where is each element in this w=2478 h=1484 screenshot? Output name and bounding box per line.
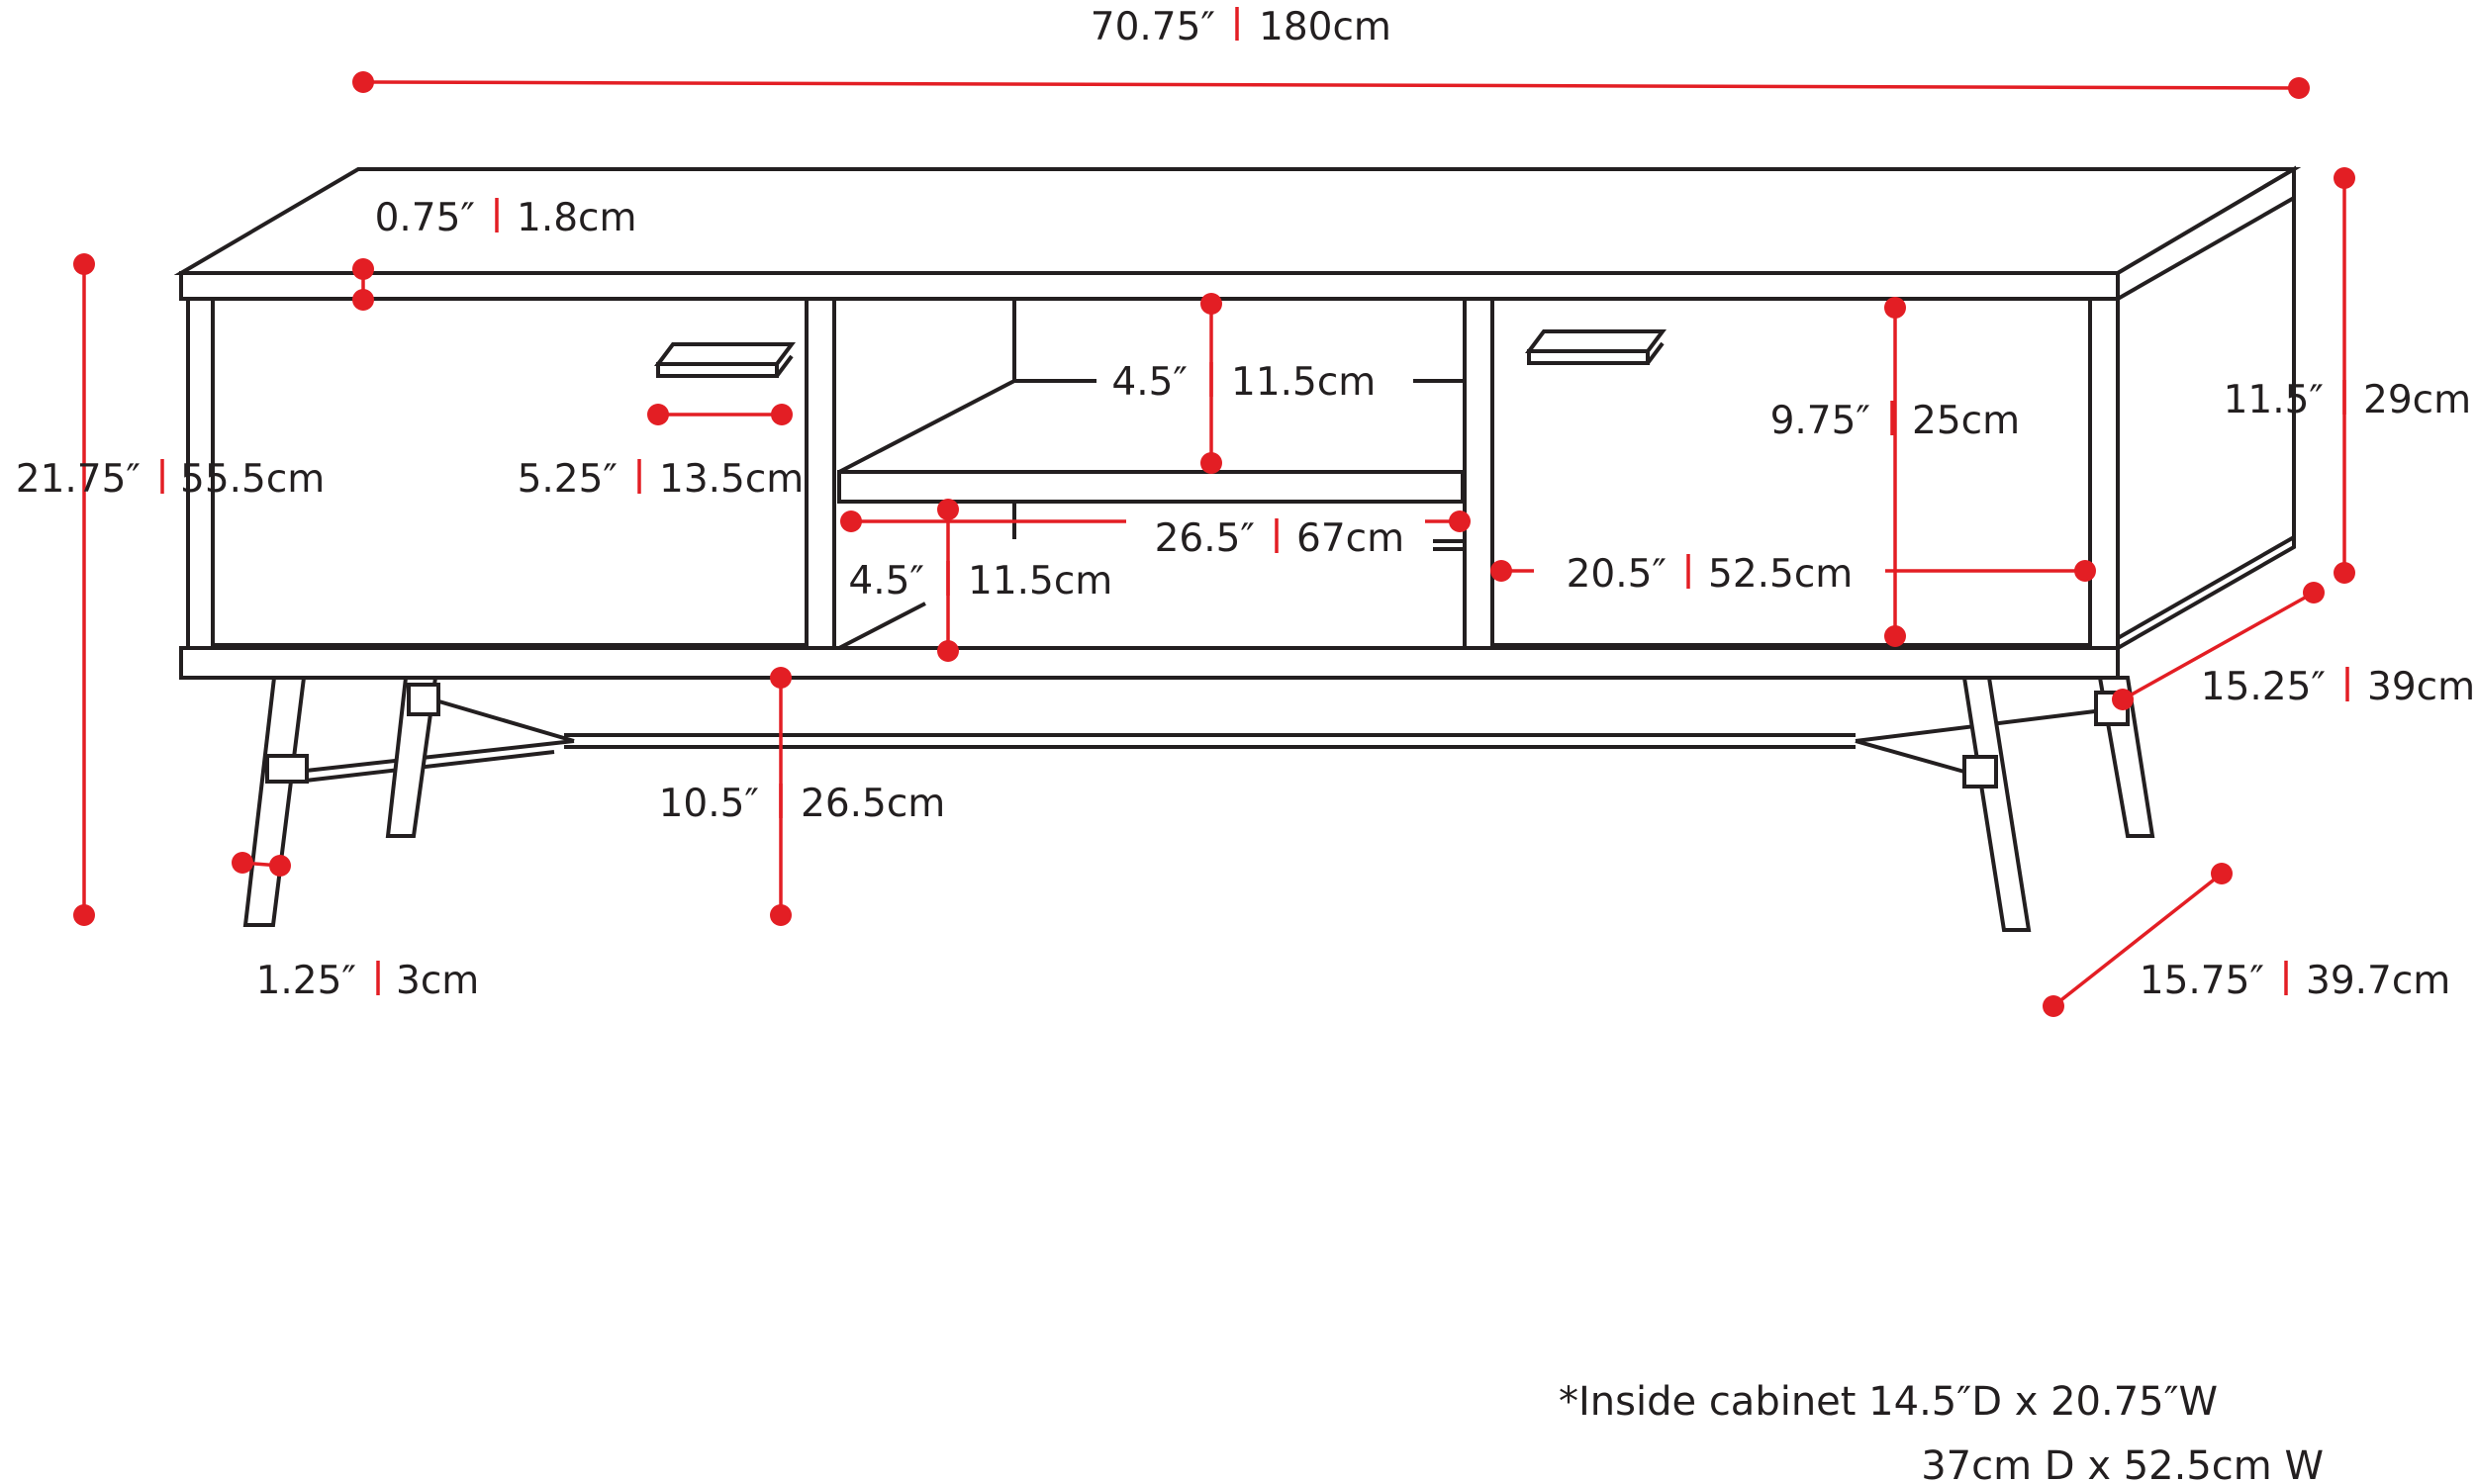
label-overall-depth: 15.75″ 39.7cm xyxy=(2140,959,2451,1003)
top-front-edge xyxy=(179,271,2120,301)
center-shelf xyxy=(837,470,1465,504)
leg-back-left xyxy=(385,676,438,838)
tv-stand-drawing xyxy=(173,165,2302,932)
legs-and-stretcher xyxy=(242,676,2155,932)
svg-text:0.75″: 0.75″ xyxy=(375,196,475,240)
label-overall-height: 21.75″ 55.5cm xyxy=(16,457,326,502)
svg-text:70.75″: 70.75″ xyxy=(1091,5,1215,49)
label-upper-shelf-gap: 4.5″ 11.5cm xyxy=(1111,360,1376,405)
svg-text:26.5cm: 26.5cm xyxy=(801,782,945,826)
leg-back-right xyxy=(1961,676,2032,932)
svg-text:25cm: 25cm xyxy=(1912,399,2020,443)
svg-text:1.25″: 1.25″ xyxy=(256,959,356,1003)
label-door-width: 20.5″ 52.5cm xyxy=(1567,552,1854,597)
label-top-thickness: 0.75″ 1.8cm xyxy=(375,196,637,240)
note-line-1: *Inside cabinet 14.5″D x 20.75″W xyxy=(1559,1379,2218,1425)
svg-text:9.75″: 9.75″ xyxy=(1770,399,1870,443)
svg-text:67cm: 67cm xyxy=(1296,516,1404,561)
svg-text:29cm: 29cm xyxy=(2363,378,2471,422)
label-cabinet-height: 11.5″ 29cm xyxy=(2224,378,2471,422)
svg-text:15.25″: 15.25″ xyxy=(2201,665,2326,709)
svg-text:11.5cm: 11.5cm xyxy=(968,559,1112,603)
label-overall-width: 70.75″ 180cm xyxy=(1091,5,1391,49)
bottom-rail xyxy=(179,646,2120,680)
svg-text:4.5″: 4.5″ xyxy=(1111,360,1188,405)
label-shelf-width: 26.5″ 67cm xyxy=(1155,516,1404,561)
label-door-height: 9.75″ 25cm xyxy=(1770,399,2020,443)
leg-front-left xyxy=(242,676,307,927)
svg-text:55.5cm: 55.5cm xyxy=(180,457,325,502)
note-line-2: 37cm D x 52.5cm W xyxy=(1921,1443,2324,1484)
svg-text:20.5″: 20.5″ xyxy=(1567,552,1667,597)
label-leg-height: 10.5″ 26.5cm xyxy=(659,782,946,826)
inside-cabinet-note: *Inside cabinet 14.5″D x 20.75″W 37cm D … xyxy=(1559,1379,2324,1484)
svg-text:26.5″: 26.5″ xyxy=(1155,516,1255,561)
svg-text:39.7cm: 39.7cm xyxy=(2306,959,2450,1003)
svg-text:21.75″: 21.75″ xyxy=(16,457,141,502)
svg-text:4.5″: 4.5″ xyxy=(848,559,924,603)
label-leg-width: 1.25″ 3cm xyxy=(256,959,480,1003)
svg-text:180cm: 180cm xyxy=(1259,5,1391,49)
center-shelf-compartment xyxy=(837,299,1465,650)
svg-text:13.5cm: 13.5cm xyxy=(659,457,804,502)
svg-text:5.25″: 5.25″ xyxy=(518,457,618,502)
label-handle-width: 5.25″ 13.5cm xyxy=(518,457,805,502)
svg-text:3cm: 3cm xyxy=(396,959,479,1003)
svg-text:15.75″: 15.75″ xyxy=(2140,959,2264,1003)
svg-text:39cm: 39cm xyxy=(2367,665,2475,709)
svg-text:1.8cm: 1.8cm xyxy=(517,196,636,240)
svg-text:52.5cm: 52.5cm xyxy=(1708,552,1853,597)
label-cabinet-depth: 15.25″ 39cm xyxy=(2201,665,2475,709)
svg-text:11.5″: 11.5″ xyxy=(2224,378,2324,422)
left-door-handle xyxy=(654,342,796,378)
svg-text:11.5cm: 11.5cm xyxy=(1231,360,1376,405)
label-lower-shelf-gap: 4.5″ 11.5cm xyxy=(848,559,1112,603)
svg-text:10.5″: 10.5″ xyxy=(659,782,759,826)
right-door-handle xyxy=(1525,329,1667,365)
